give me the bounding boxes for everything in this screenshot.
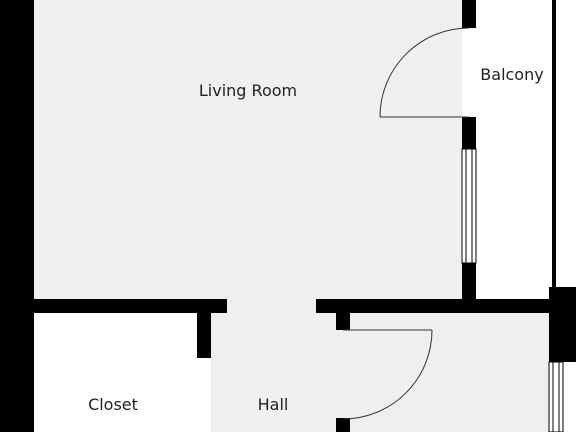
- closet-label: Closet: [88, 395, 138, 414]
- wall-living-right-mid: [462, 117, 476, 149]
- living-room-floor: [34, 0, 462, 299]
- wall-balcony-right: [552, 0, 556, 299]
- hall-passage-floor: [227, 299, 316, 313]
- wall-living-bottom-left: [34, 299, 227, 313]
- right-room-window: [548, 361, 564, 432]
- wall-hall-right-stub: [336, 313, 350, 330]
- wall-living-right-top: [462, 0, 476, 28]
- balcony-door: [379, 27, 470, 118]
- wall-hall-right-bottom: [336, 418, 350, 432]
- right-room-floor: [350, 313, 549, 432]
- living-room-window: [461, 148, 477, 264]
- wall-left: [0, 0, 34, 432]
- wall-living-bottom-right: [316, 299, 476, 313]
- hall-label: Hall: [258, 395, 289, 414]
- hall-door: [342, 329, 433, 420]
- hall-floor: [211, 299, 350, 432]
- wall-balcony-bottom: [476, 299, 552, 313]
- wall-right-room-right: [549, 287, 576, 362]
- balcony-label: Balcony: [480, 65, 543, 84]
- wall-living-right-bottom: [462, 263, 476, 299]
- wall-closet-right: [197, 313, 211, 358]
- living-room-label: Living Room: [199, 81, 297, 100]
